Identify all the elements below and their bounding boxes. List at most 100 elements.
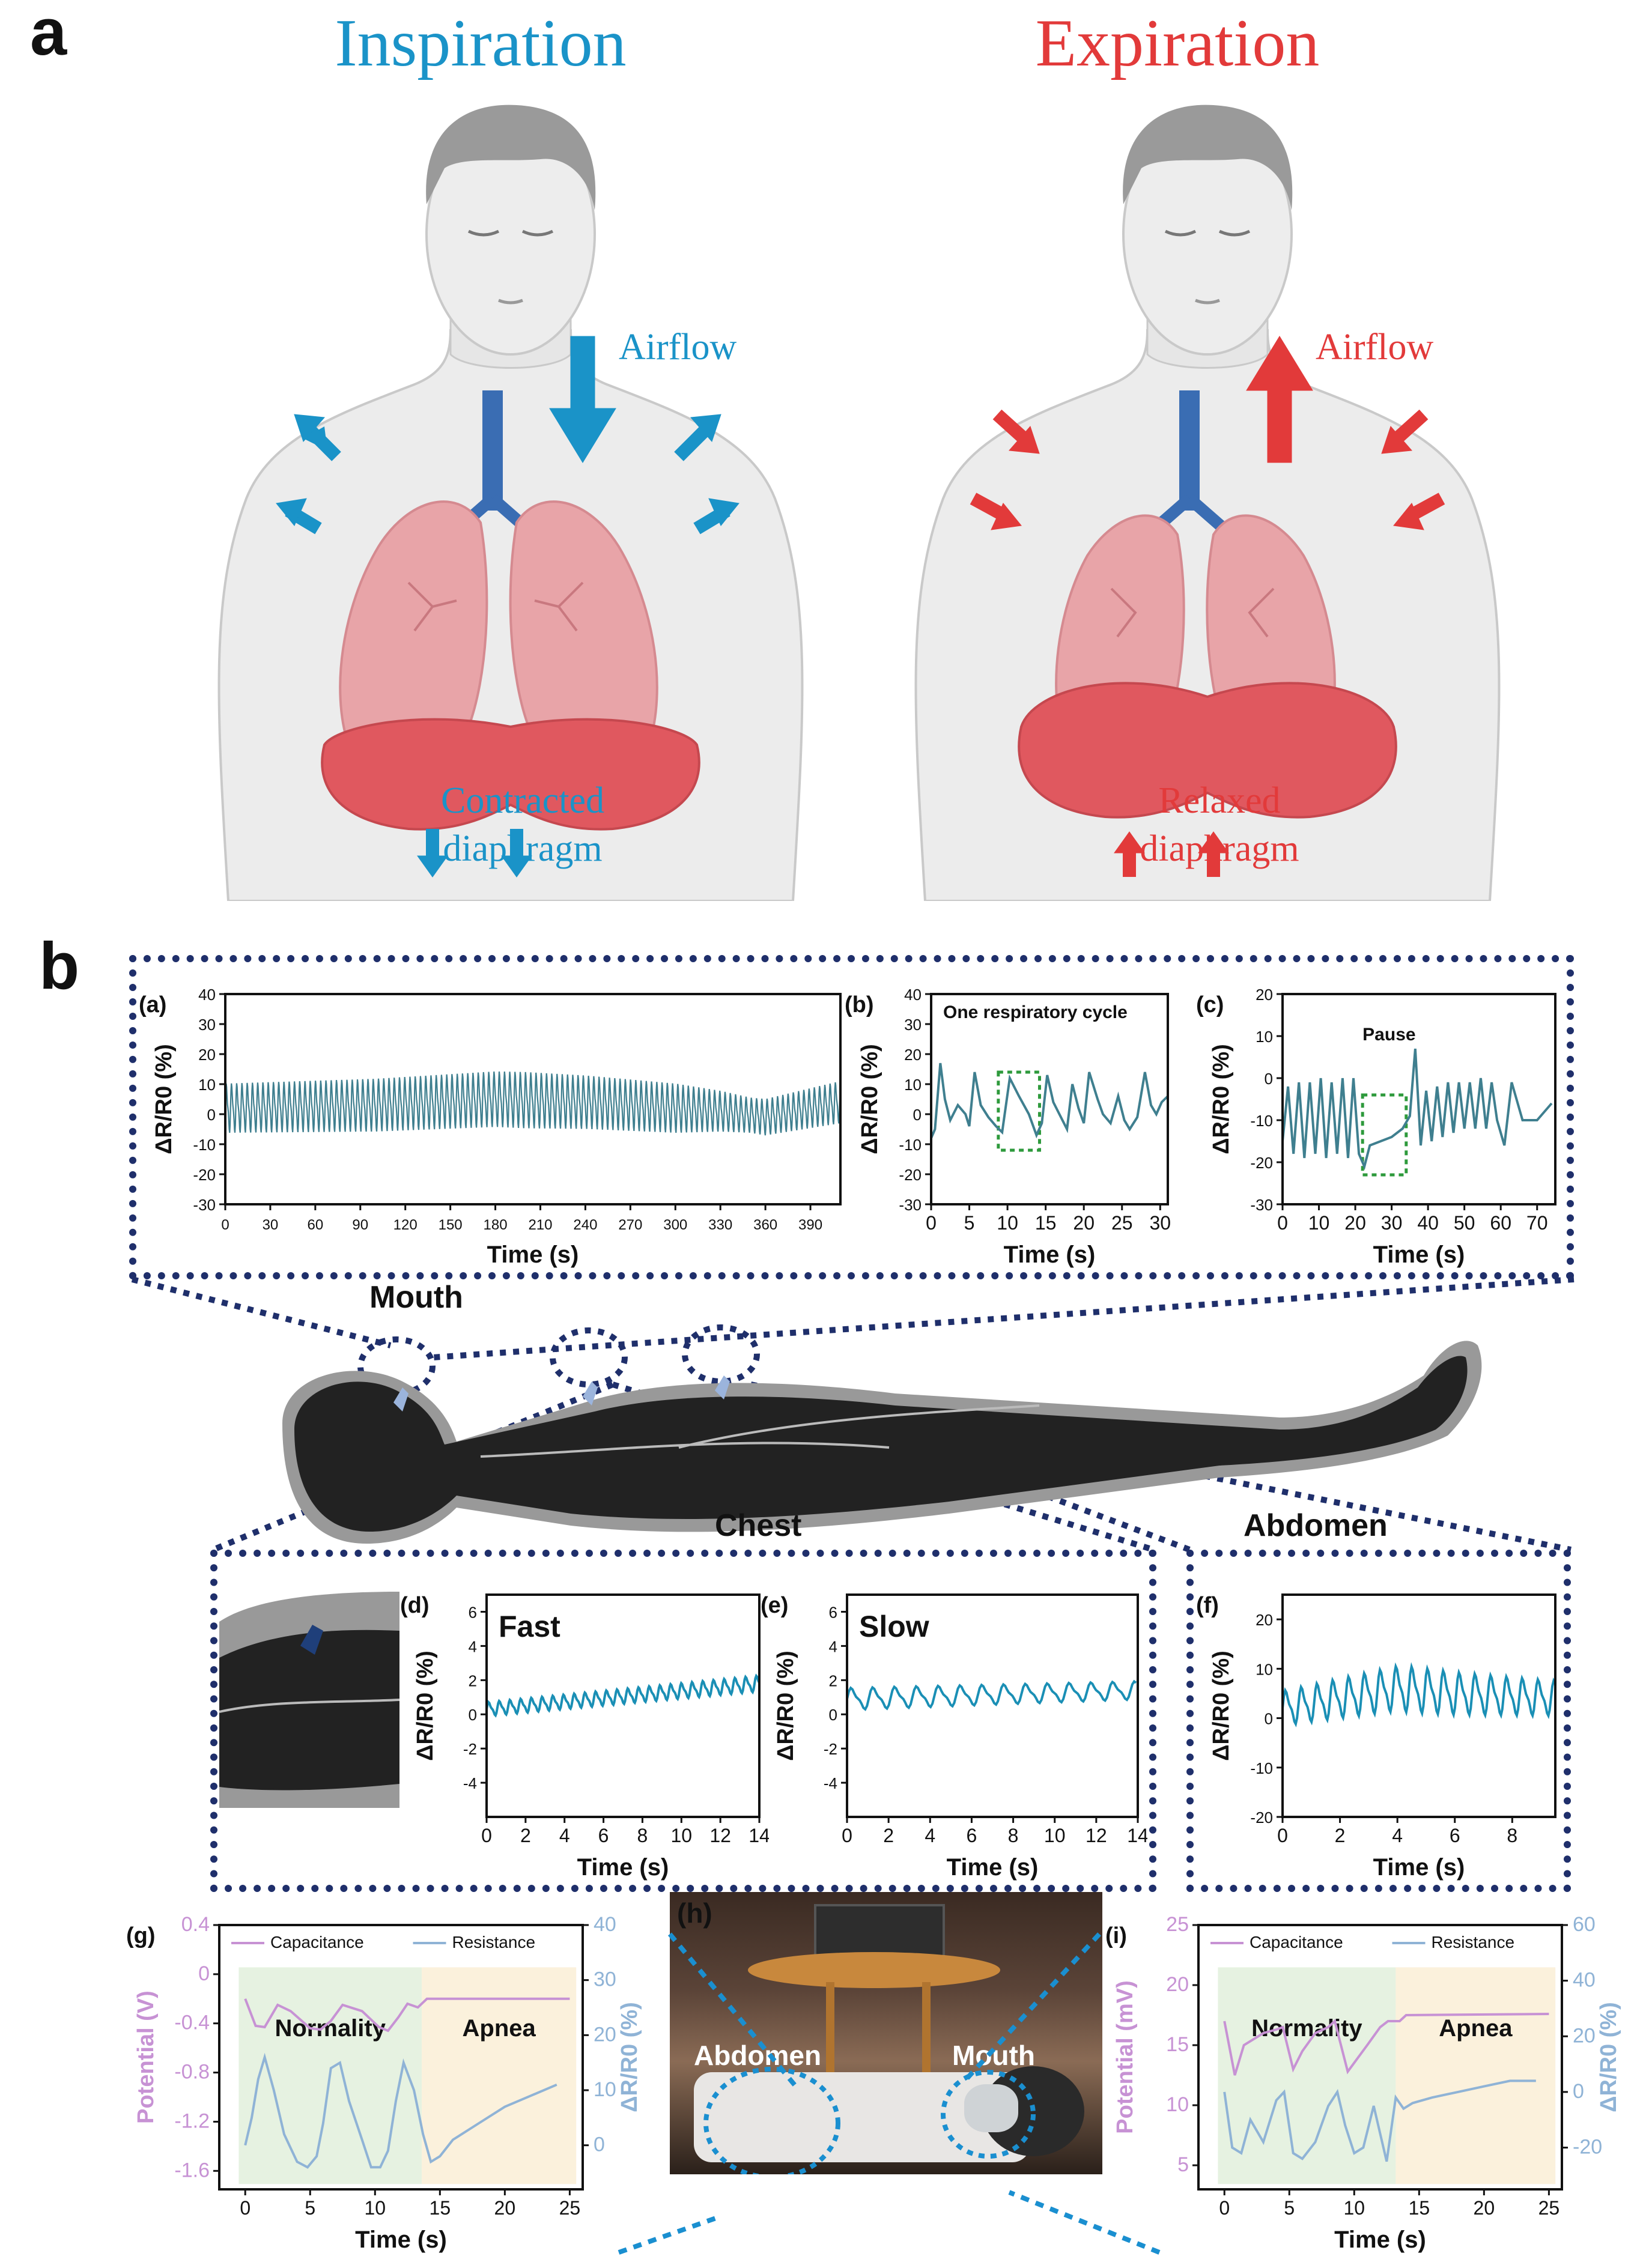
x-tick-label: 8 <box>1507 1825 1517 1846</box>
y-tick-label: 20 <box>904 1046 922 1064</box>
inspiration-figure <box>217 105 804 901</box>
y-tick-label: -30 <box>193 1196 216 1214</box>
x-axis-label: Time (s) <box>1334 2227 1426 2253</box>
x-tick-label: 8 <box>637 1825 648 1846</box>
y-tick-label: -10 <box>193 1136 216 1154</box>
y-axis-label: ΔR/R0 (%) <box>773 1651 798 1761</box>
y-tick-label: 40 <box>198 986 216 1004</box>
region-label: Apnea <box>1439 2015 1513 2042</box>
expiration-diaphragm-line1: Relaxed <box>1158 780 1281 821</box>
x-tick-label: 330 <box>708 1217 732 1233</box>
x-axis-label: Time (s) <box>1373 1242 1465 1268</box>
y-tick-label: 6 <box>829 1603 837 1621</box>
table-top <box>748 1952 1000 1988</box>
x-axis-label: Time (s) <box>355 2227 447 2253</box>
lungs-illustration <box>339 390 658 757</box>
x-tick-label: 20 <box>1474 2197 1495 2219</box>
x-tick-label: 60 <box>308 1217 324 1233</box>
x-tick-label: 0 <box>926 1212 937 1234</box>
x-tick-label: 0 <box>481 1825 492 1846</box>
x-tick-label: 20 <box>1073 1212 1095 1234</box>
x-tick-label: 10 <box>670 1825 692 1846</box>
series-line-0 <box>1281 1662 1556 1727</box>
arrow-icon <box>417 855 448 878</box>
expiration-airflow-label: Airflow <box>1316 327 1434 368</box>
x-tick-label: 390 <box>798 1217 822 1233</box>
x-tick-label: 90 <box>352 1217 368 1233</box>
x-tick-label: 0 <box>1219 2197 1230 2219</box>
x-tick-label: 40 <box>1417 1212 1439 1234</box>
region-apnea <box>1395 1967 1556 2185</box>
region-normality <box>1218 1967 1396 2185</box>
photo-label-h: (h) <box>677 1897 712 1929</box>
arrow-icon <box>991 503 1022 530</box>
highlight-box <box>997 1070 1041 1152</box>
y2-tick-label: 10 <box>594 2078 616 2101</box>
x-tick-label: 0 <box>842 1825 852 1846</box>
chart-panel-label: (b) <box>845 992 874 1017</box>
x-axis-label: Time (s) <box>947 1854 1039 1881</box>
plot-frame <box>846 1593 1139 1818</box>
y-axis-label: ΔR/R0 (%) <box>1209 1651 1234 1761</box>
region-label: Normality <box>1251 2015 1362 2042</box>
y2-tick-label: 60 <box>1573 1913 1596 1936</box>
y-tick-label: -20 <box>899 1166 922 1184</box>
x-tick-label: 4 <box>925 1825 935 1846</box>
x-tick-label: 4 <box>1392 1825 1403 1846</box>
x-tick-label: 10 <box>1308 1212 1330 1234</box>
plot-frame <box>1281 1593 1556 1818</box>
arrow-icon <box>1393 503 1424 530</box>
photo-abdomen-label: Abdomen <box>694 2040 822 2071</box>
plot-frame <box>930 993 1169 1205</box>
arrow-icon <box>1381 426 1413 454</box>
expiration-figure <box>914 105 1501 901</box>
sensor-icon <box>715 1375 730 1399</box>
series-line-resistance <box>244 2052 557 2169</box>
x-tick-label: 5 <box>305 2197 315 2219</box>
photo-h: (h) Abdomen Mouth <box>670 1892 1102 2174</box>
chart-panel-label: (a) <box>139 992 166 1017</box>
y-tick-label: 2 <box>469 1672 477 1690</box>
y2-tick-label: 30 <box>594 1968 616 1991</box>
y-tick-label: 10 <box>1256 1660 1273 1678</box>
y-tick-label: 0 <box>1265 1070 1273 1088</box>
y-tick-label: 10 <box>1256 1028 1273 1046</box>
x-tick-label: 2 <box>520 1825 531 1846</box>
chart-panel-label: (g) <box>126 1923 156 1948</box>
table-leg <box>922 1982 931 2084</box>
x-tick-label: 25 <box>1111 1212 1133 1234</box>
x-tick-label: 10 <box>1044 1825 1066 1846</box>
x-tick-label: 4 <box>559 1825 570 1846</box>
x-tick-label: 5 <box>964 1212 975 1234</box>
arrow-icon <box>708 498 739 526</box>
y-tick-label: -20 <box>1250 1809 1273 1827</box>
y-axis-label: Potential (mV) <box>1113 1980 1138 2133</box>
x-tick-label: 270 <box>618 1217 642 1233</box>
x-tick-label: 30 <box>263 1217 279 1233</box>
sensor-icon <box>300 1625 323 1655</box>
x-tick-label: 30 <box>1381 1212 1403 1234</box>
abdomen-chart-frame <box>1186 1550 1571 1892</box>
mouth-label: Mouth <box>369 1280 463 1315</box>
y-axis-label: ΔR/R0 (%) <box>151 1044 177 1154</box>
x-tick-label: 10 <box>364 2197 386 2219</box>
chart-panel-label: (c) <box>1196 992 1224 1017</box>
y-tick-label: 30 <box>904 1016 922 1034</box>
x-tick-label: 6 <box>598 1825 609 1846</box>
region-label: Normality <box>275 2015 386 2042</box>
x-tick-label: 8 <box>1008 1825 1019 1846</box>
y-tick-label: 30 <box>198 1016 216 1034</box>
chart-annotation: One respiratory cycle <box>943 1002 1128 1022</box>
plot-frame <box>1197 1924 1563 2191</box>
x-tick-label: 60 <box>1490 1212 1511 1234</box>
y-tick-label: 0 <box>913 1106 922 1124</box>
arrow-icon <box>1008 426 1040 454</box>
y-tick-label: 25 <box>1166 1913 1189 1936</box>
chart-annotation: Pause <box>1362 1025 1415 1045</box>
y-tick-label: -1.2 <box>174 2109 210 2132</box>
panel-a-letter: a <box>30 0 67 69</box>
arrow-icon <box>1198 831 1229 854</box>
y-axis-label: ΔR/R0 (%) <box>1209 1044 1234 1154</box>
